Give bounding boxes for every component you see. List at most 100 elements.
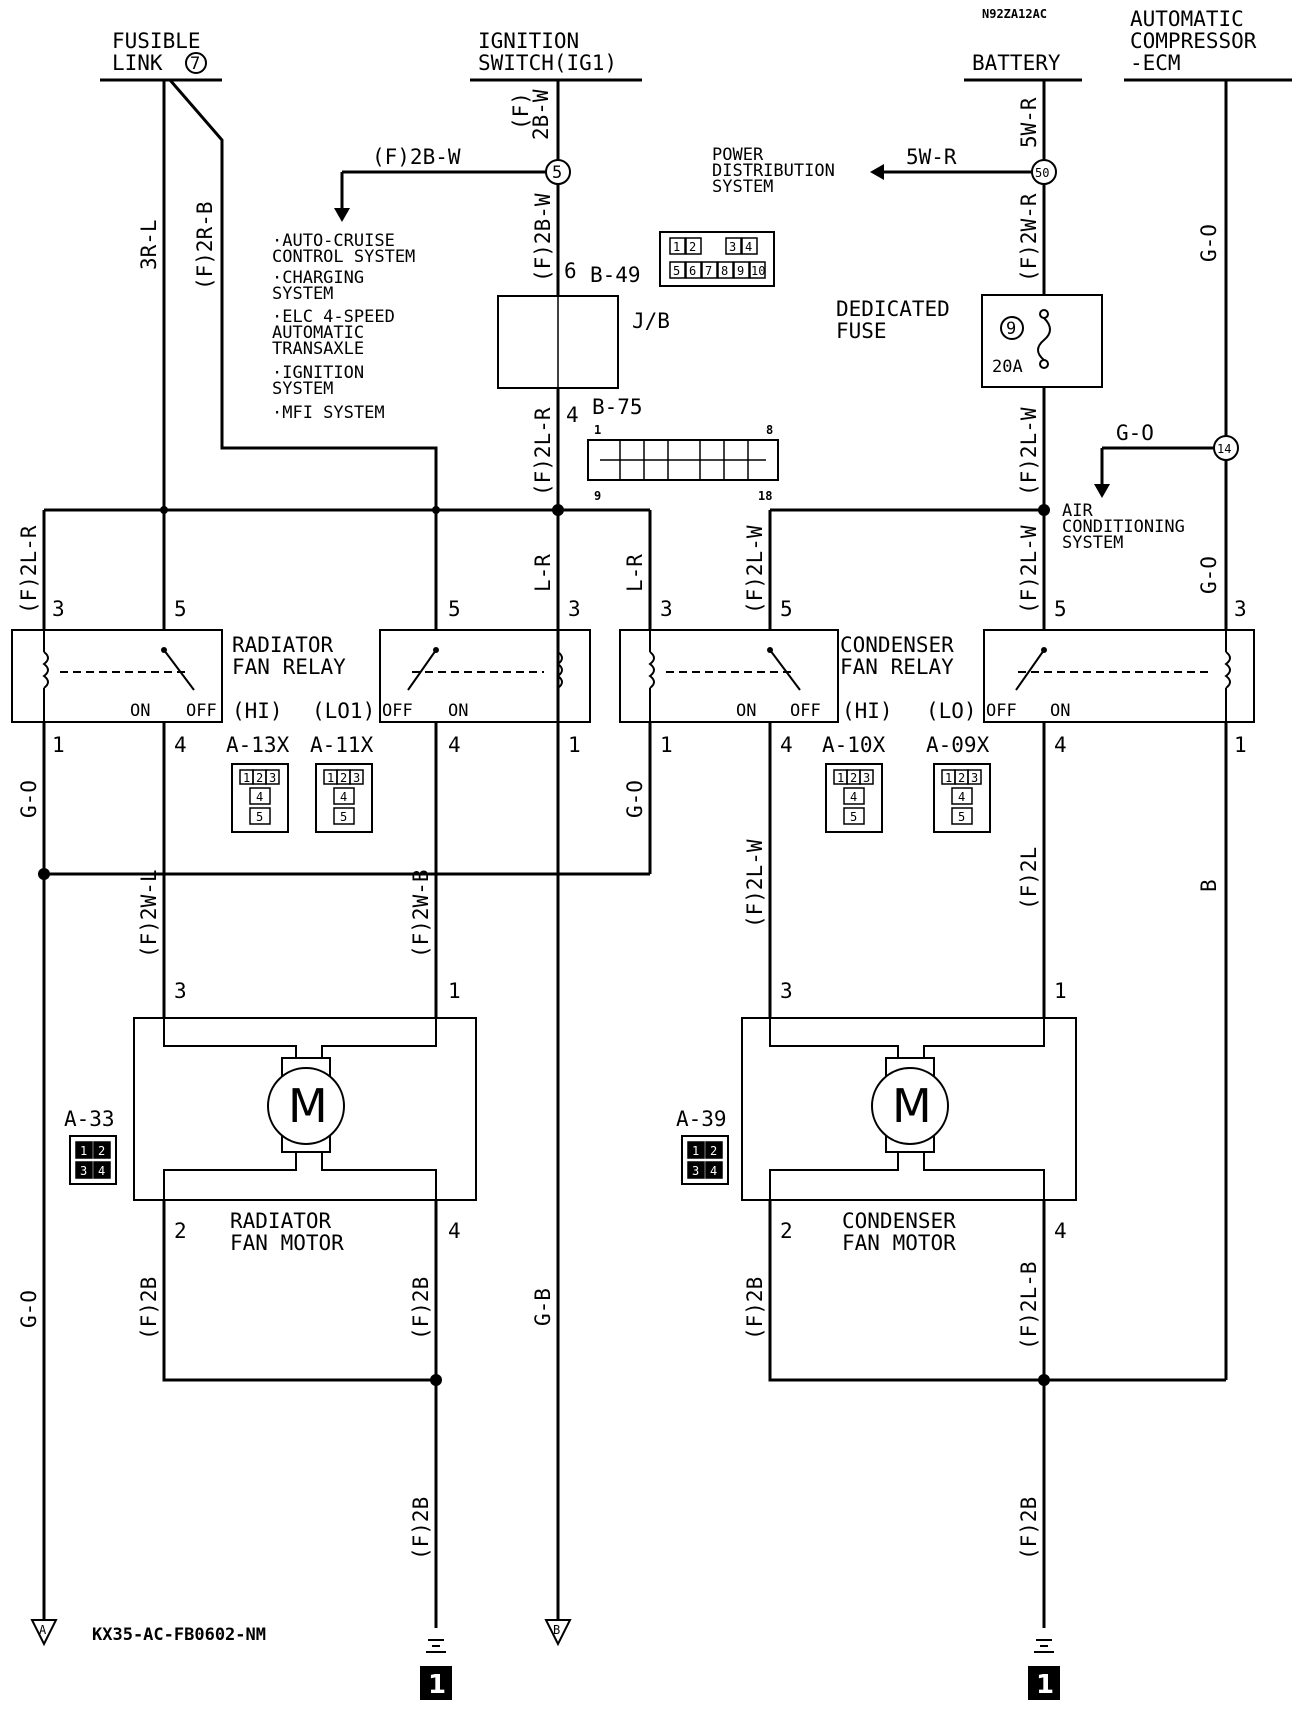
svg-text:4: 4 — [448, 1219, 461, 1243]
svg-text:CONDENSER: CONDENSER — [840, 633, 954, 657]
radiator-fan-relay-lo1 — [379, 629, 591, 723]
svg-text:18: 18 — [758, 489, 772, 503]
svg-text:8: 8 — [766, 423, 773, 437]
svg-text:(F)2B: (F)2B — [1017, 1497, 1041, 1560]
diagram-code-top: N92ZA12AC — [982, 7, 1047, 21]
svg-text:1: 1 — [1036, 1670, 1054, 1700]
svg-text:POWER: POWER — [712, 145, 764, 165]
svg-text:G-O: G-O — [623, 780, 647, 818]
svg-text:2: 2 — [958, 771, 965, 785]
jb-pin-4: 4 — [566, 403, 579, 427]
svg-text:OFF: OFF — [382, 701, 413, 721]
svg-text:1: 1 — [568, 733, 581, 757]
svg-text:3: 3 — [568, 597, 581, 621]
svg-text:M: M — [288, 1079, 328, 1133]
condenser-fan-motor: M — [741, 1017, 1077, 1201]
svg-text:4: 4 — [256, 790, 263, 804]
svg-text:5: 5 — [340, 810, 347, 824]
svg-text:5: 5 — [850, 810, 857, 824]
relay-connector-a09x-icon: 1 2 3 4 5 — [933, 763, 991, 833]
svg-text:DEDICATED: DEDICATED — [836, 297, 950, 321]
ac-system-label: AIR CONDITIONING SYSTEM — [1062, 501, 1185, 553]
svg-text:4: 4 — [340, 790, 347, 804]
svg-text:COMPRESSOR: COMPRESSOR — [1130, 29, 1257, 53]
relay-connector-a13x-icon: 1 2 3 4 5 — [231, 763, 289, 833]
terminal-a: A — [30, 1619, 58, 1647]
svg-text:A-09X: A-09X — [926, 733, 990, 757]
svg-text:2: 2 — [340, 771, 347, 785]
svg-text:(F)2W-L: (F)2W-L — [137, 869, 161, 958]
svg-text:4: 4 — [98, 1164, 105, 1178]
svg-text:(F)2L-R: (F)2L-R — [531, 407, 555, 496]
svg-text:FUSIBLE: FUSIBLE — [112, 29, 201, 53]
svg-text:4: 4 — [174, 733, 187, 757]
svg-text:CONDENSER: CONDENSER — [842, 1209, 956, 1233]
svg-text:(F)2W-R: (F)2W-R — [1017, 193, 1041, 282]
junction-5: 5 — [545, 159, 571, 185]
svg-text:2: 2 — [256, 771, 263, 785]
svg-text:3: 3 — [1234, 597, 1247, 621]
svg-text:SYSTEM: SYSTEM — [272, 379, 333, 399]
svg-text:ON: ON — [130, 701, 150, 721]
svg-text:4: 4 — [448, 733, 461, 757]
ac-compressor-ecm-label: AUTOMATIC COMPRESSOR -ECM — [1130, 7, 1257, 75]
svg-text:ON: ON — [736, 701, 756, 721]
svg-text:DISTRIBUTION: DISTRIBUTION — [712, 161, 835, 181]
svg-text:5: 5 — [958, 810, 965, 824]
condenser-fan-relay-lo — [983, 629, 1255, 723]
svg-text:(F)2L-R: (F)2L-R — [17, 525, 41, 614]
svg-text:3: 3 — [174, 979, 187, 1003]
svg-text:9: 9 — [1006, 319, 1016, 339]
svg-text:10: 10 — [751, 264, 765, 278]
svg-text:CONDITIONING: CONDITIONING — [1062, 517, 1185, 537]
svg-text:B: B — [1197, 879, 1221, 892]
svg-text:(F)2W-B: (F)2W-B — [409, 869, 433, 958]
relay-pin-numbers: 3 5 5 3 3 5 5 3 1 4 4 1 1 4 4 1 — [52, 597, 1247, 757]
ground-1-condenser: 1 — [1028, 1639, 1060, 1700]
battery-label: BATTERY — [972, 51, 1061, 75]
svg-text:OFF: OFF — [186, 701, 217, 721]
svg-text:·IGNITION: ·IGNITION — [272, 363, 364, 383]
svg-text:5: 5 — [780, 597, 793, 621]
svg-text:2: 2 — [850, 771, 857, 785]
svg-text:·CHARGING: ·CHARGING — [272, 268, 364, 288]
terminal-b: B — [544, 1619, 572, 1647]
svg-text:A-10X: A-10X — [822, 733, 886, 757]
svg-text:LINK: LINK — [112, 51, 163, 75]
svg-text:SYSTEM: SYSTEM — [712, 177, 773, 197]
svg-text:(LO): (LO) — [926, 699, 977, 723]
svg-text:IGNITION: IGNITION — [478, 29, 579, 53]
ig-branch-systems: ·AUTO-CRUISE CONTROL SYSTEM ·CHARGING SY… — [272, 231, 415, 423]
ignition-switch-label: IGNITION SWITCH(IG1) — [478, 29, 617, 75]
junction-50: 50 — [1031, 159, 1057, 185]
motor-labels: RADIATOR FAN MOTOR CONDENSER FAN MOTOR A… — [64, 1107, 956, 1255]
svg-text:-ECM: -ECM — [1130, 51, 1181, 75]
svg-text:FAN MOTOR: FAN MOTOR — [230, 1231, 344, 1255]
svg-text:G-O: G-O — [17, 1290, 41, 1328]
condenser-fan-relay-hi — [619, 629, 839, 723]
svg-text:1: 1 — [673, 240, 680, 254]
svg-text:2B-W: 2B-W — [529, 89, 553, 140]
svg-text:1: 1 — [428, 1670, 446, 1700]
svg-text:3: 3 — [353, 771, 360, 785]
svg-text:20A: 20A — [992, 357, 1023, 377]
svg-text:3: 3 — [52, 597, 65, 621]
svg-text:14: 14 — [1217, 442, 1231, 456]
svg-text:5: 5 — [1054, 597, 1067, 621]
svg-text:4: 4 — [850, 790, 857, 804]
svg-text:FUSE: FUSE — [836, 319, 887, 343]
svg-text:FAN RELAY: FAN RELAY — [840, 655, 954, 679]
svg-text:(F)2B: (F)2B — [743, 1277, 767, 1340]
svg-text:1: 1 — [945, 771, 952, 785]
svg-text:4: 4 — [780, 733, 793, 757]
relay-connector-a11x-icon: 1 2 3 4 5 — [315, 763, 373, 833]
jb-label: J/B — [632, 309, 670, 333]
svg-text:5: 5 — [256, 810, 263, 824]
ig-branch-wire-label: (F)2B-W — [372, 145, 461, 169]
jb-pin-6: 6 — [564, 259, 577, 283]
svg-text:(HI): (HI) — [842, 699, 893, 723]
svg-text:SYSTEM: SYSTEM — [1062, 533, 1123, 553]
svg-text:(HI): (HI) — [232, 699, 283, 723]
svg-text:1: 1 — [660, 733, 673, 757]
svg-text:TRANSAXLE: TRANSAXLE — [272, 339, 364, 359]
